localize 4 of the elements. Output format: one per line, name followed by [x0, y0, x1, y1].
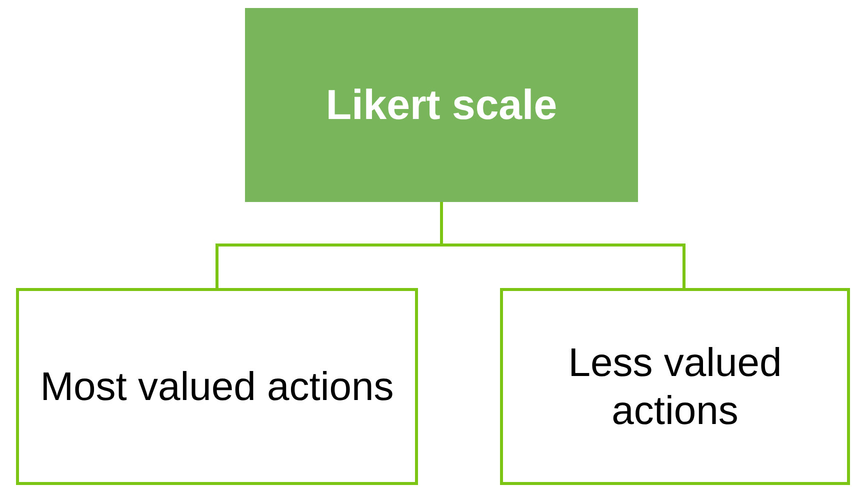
category-box: Most valued actions: [16, 288, 418, 485]
connector-line: [440, 202, 686, 288]
title-box: Likert scale: [245, 8, 638, 202]
category-box: Less valued actions: [500, 288, 850, 485]
